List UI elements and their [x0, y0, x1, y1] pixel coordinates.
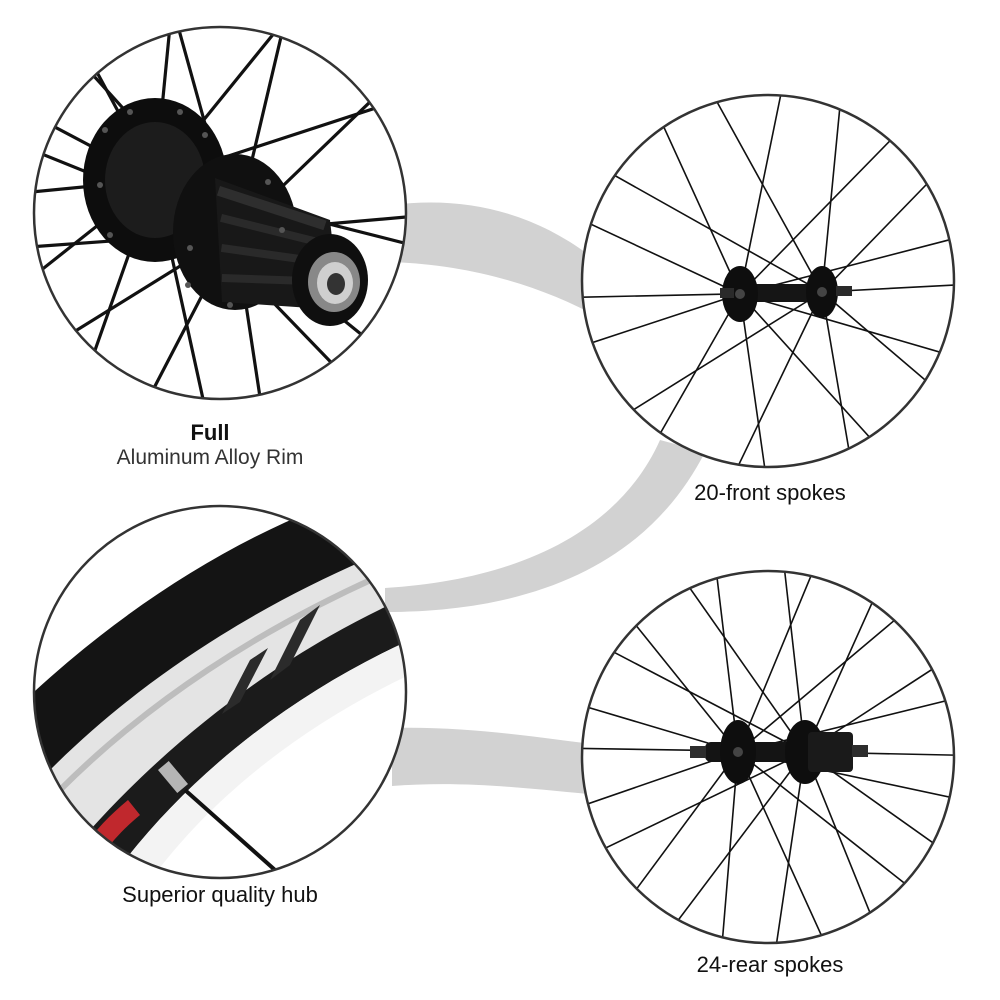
caption-front-spokes: 20-front spokes [694, 480, 846, 505]
connector-band-top [392, 202, 600, 318]
spoke [715, 291, 823, 467]
caption-aluminum-alloy-rim: Aluminum Alloy Rim [116, 446, 304, 469]
spoke [582, 632, 806, 753]
spoke [582, 210, 741, 295]
spoke [598, 291, 823, 433]
rim-closeup-icon [32, 504, 408, 880]
spoke [582, 751, 806, 865]
spoke [589, 160, 823, 293]
hub-closeup-icon [32, 25, 408, 401]
spoke [700, 95, 823, 293]
spoke [655, 751, 806, 943]
front-wheel-icon [580, 93, 956, 469]
spoke [739, 95, 789, 295]
spoke [737, 571, 832, 753]
spoke [778, 571, 806, 753]
caption-rear-spokes: 24-rear spokes [696, 952, 844, 977]
spoke [770, 751, 806, 943]
spoke [739, 225, 954, 295]
spoke [821, 291, 860, 467]
connector-band-middle [385, 440, 705, 612]
spoke [739, 293, 773, 467]
spoke [650, 99, 741, 295]
connector-band-bottom [392, 727, 600, 795]
rear-wheel-icon [580, 569, 956, 945]
caption-full: Full [190, 420, 230, 445]
spoke [821, 281, 954, 293]
caption-superior-quality-hub: Superior quality hub [122, 882, 318, 907]
spoke [710, 571, 739, 753]
